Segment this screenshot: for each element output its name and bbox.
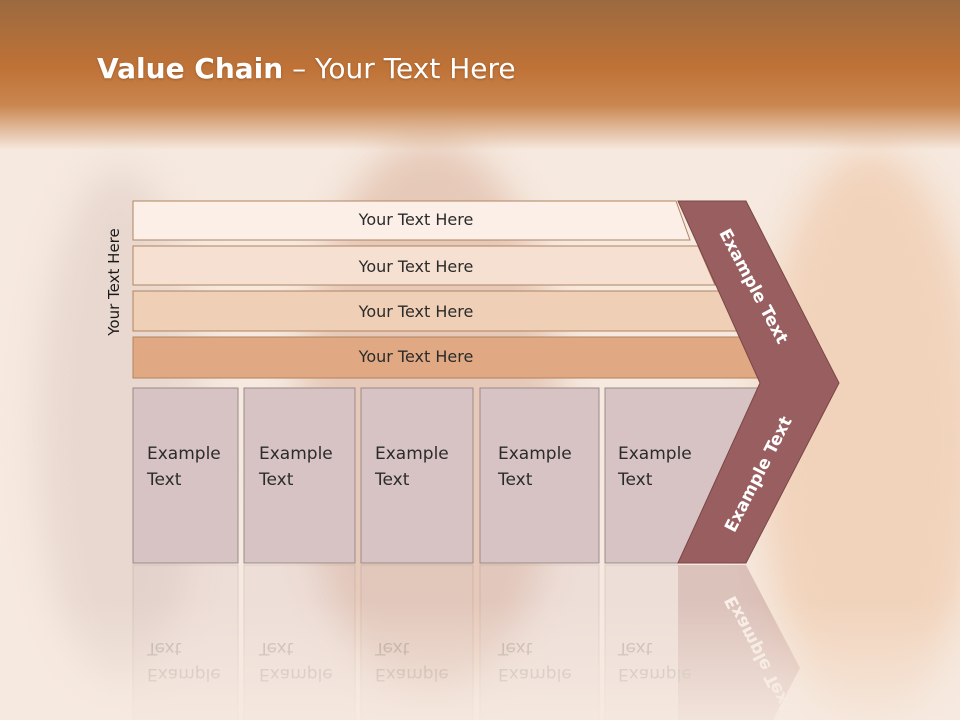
row-3-label: Your Text Here [358,302,474,321]
row-2: Your Text Here [132,245,716,286]
row-4-label: Your Text Here [358,347,474,366]
reflection-fade [0,600,960,720]
box-3: Example Text [360,387,474,564]
slide-title: Value Chain – Your Text Here [97,52,516,85]
box-4-line1: Example [498,444,572,464]
box-3-line1: Example [375,444,449,464]
row-2-label: Your Text Here [358,257,474,276]
box-4-line2: Text [497,470,533,490]
row-1: Your Text Here [132,200,691,241]
title-rest: – Your Text Here [283,52,516,85]
header-band [0,0,960,150]
box-2-line1: Example [259,444,333,464]
row-4: Your Text Here [132,336,763,379]
title-bold: Value Chain [97,52,284,85]
box-5: Example Text [604,387,761,564]
row-1-label: Your Text Here [358,210,474,229]
box-4: Example Text [479,387,600,564]
box-1-line2: Text [146,470,182,490]
box-3-line2: Text [374,470,410,490]
box-5-line2: Text [617,470,653,490]
box-1: Example Text [132,387,239,564]
box-2: Example Text [243,387,356,564]
row-3: Your Text Here [132,290,740,332]
box-5-line1: Example [618,444,692,464]
box-1-line1: Example [147,444,221,464]
box-2-line2: Text [258,470,294,490]
